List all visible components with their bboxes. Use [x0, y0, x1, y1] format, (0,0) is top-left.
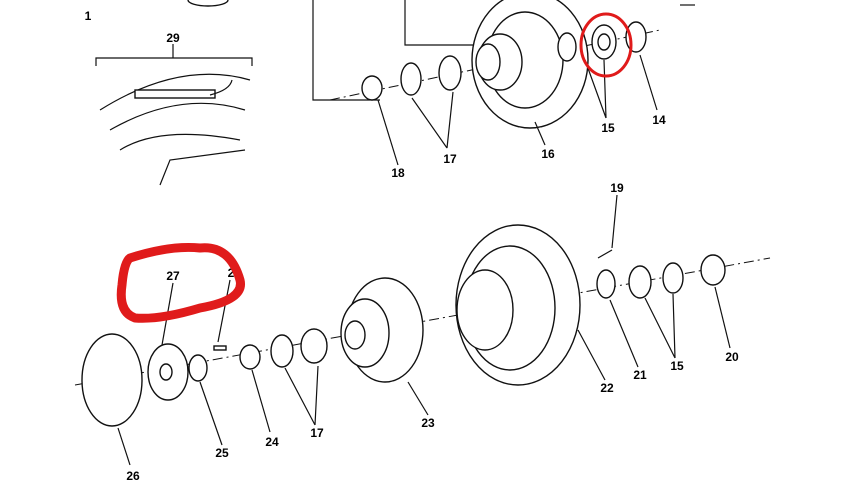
- callout-14: 14: [652, 113, 666, 127]
- callout-17-top: 17: [443, 152, 457, 166]
- bottom-drum-assembly: [74, 224, 771, 427]
- callout-22: 22: [600, 381, 614, 395]
- callout-23: 23: [421, 416, 435, 430]
- callout-28: 2: [228, 266, 235, 280]
- red-highlights: [116, 12, 633, 323]
- highlight-circle-27-28: [116, 242, 245, 323]
- callout-24: 24: [265, 435, 279, 449]
- highlight-circle-15: [579, 12, 633, 78]
- callout-1: 1: [85, 9, 92, 23]
- callout-26: 26: [126, 469, 140, 483]
- callout-15-bottom: 15: [670, 359, 684, 373]
- callout-16: 16: [541, 147, 555, 161]
- callout-19: 19: [610, 181, 624, 195]
- callout-labels: 1 29 18 17 16 15 14 19 27 2 26 25 24 17 …: [85, 9, 739, 483]
- callout-18: 18: [391, 166, 405, 180]
- callout-17-bottom: 17: [310, 426, 324, 440]
- callout-29: 29: [166, 31, 180, 45]
- callout-27: 27: [166, 269, 180, 283]
- top-hub-assembly: [187, 0, 695, 129]
- callout-25: 25: [215, 446, 229, 460]
- tire-valve-detail: [95, 44, 253, 186]
- callout-20: 20: [725, 350, 739, 364]
- callout-15-top: 15: [601, 121, 615, 135]
- leader-lines: [117, 54, 731, 466]
- callout-21: 21: [633, 368, 647, 382]
